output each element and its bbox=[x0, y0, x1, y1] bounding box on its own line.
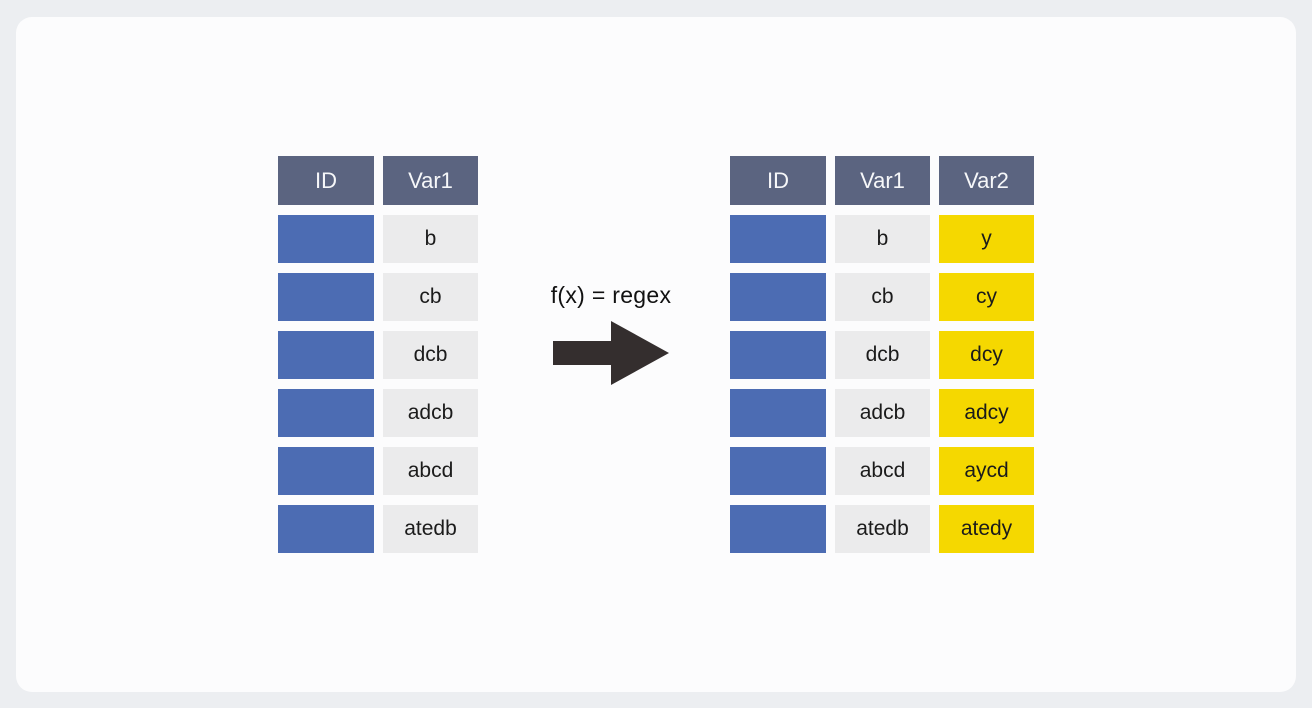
id-cell bbox=[730, 389, 826, 437]
id-cell bbox=[730, 505, 826, 553]
var1-cell: abcd bbox=[383, 447, 478, 495]
var2-cell: cy bbox=[939, 273, 1034, 321]
id-cell bbox=[730, 447, 826, 495]
var1-cell: dcb bbox=[835, 331, 930, 379]
column-header-var1: Var1 bbox=[383, 156, 478, 205]
var1-cell: adcb bbox=[383, 389, 478, 437]
var2-cell: aycd bbox=[939, 447, 1034, 495]
var1-cell: adcb bbox=[835, 389, 930, 437]
var2-cell: dcy bbox=[939, 331, 1034, 379]
var1-cell: atedb bbox=[383, 505, 478, 553]
id-cell bbox=[730, 273, 826, 321]
output-table: ID Var1 b cb dcb adcb abcd atedb Var2 y … bbox=[730, 156, 1034, 553]
id-cell bbox=[278, 215, 374, 263]
transform-group: f(x) = regex bbox=[541, 282, 681, 390]
var1-cell: abcd bbox=[835, 447, 930, 495]
column-header-var2: Var2 bbox=[939, 156, 1034, 205]
id-cell bbox=[278, 389, 374, 437]
right-block-arrow-icon bbox=[553, 321, 669, 385]
var2-cell: atedy bbox=[939, 505, 1034, 553]
var1-cell: cb bbox=[835, 273, 930, 321]
id-cell bbox=[278, 331, 374, 379]
diagram-card: ID Var1 b cb dcb adcb abcd atedb f(x) = … bbox=[16, 17, 1296, 692]
column-header-var1: Var1 bbox=[835, 156, 930, 205]
id-cell bbox=[730, 331, 826, 379]
id-cell bbox=[278, 505, 374, 553]
var1-cell: cb bbox=[383, 273, 478, 321]
column-header-id: ID bbox=[278, 156, 374, 205]
arrow-wrap bbox=[541, 321, 681, 390]
column-header-id: ID bbox=[730, 156, 826, 205]
var2-cell: y bbox=[939, 215, 1034, 263]
var1-cell: b bbox=[835, 215, 930, 263]
id-cell bbox=[278, 273, 374, 321]
var1-cell: atedb bbox=[835, 505, 930, 553]
id-cell bbox=[730, 215, 826, 263]
var2-cell: adcy bbox=[939, 389, 1034, 437]
function-label: f(x) = regex bbox=[550, 282, 672, 308]
var1-cell: dcb bbox=[383, 331, 478, 379]
var1-cell: b bbox=[383, 215, 478, 263]
input-table: ID Var1 b cb dcb adcb abcd atedb bbox=[278, 156, 478, 553]
id-cell bbox=[278, 447, 374, 495]
